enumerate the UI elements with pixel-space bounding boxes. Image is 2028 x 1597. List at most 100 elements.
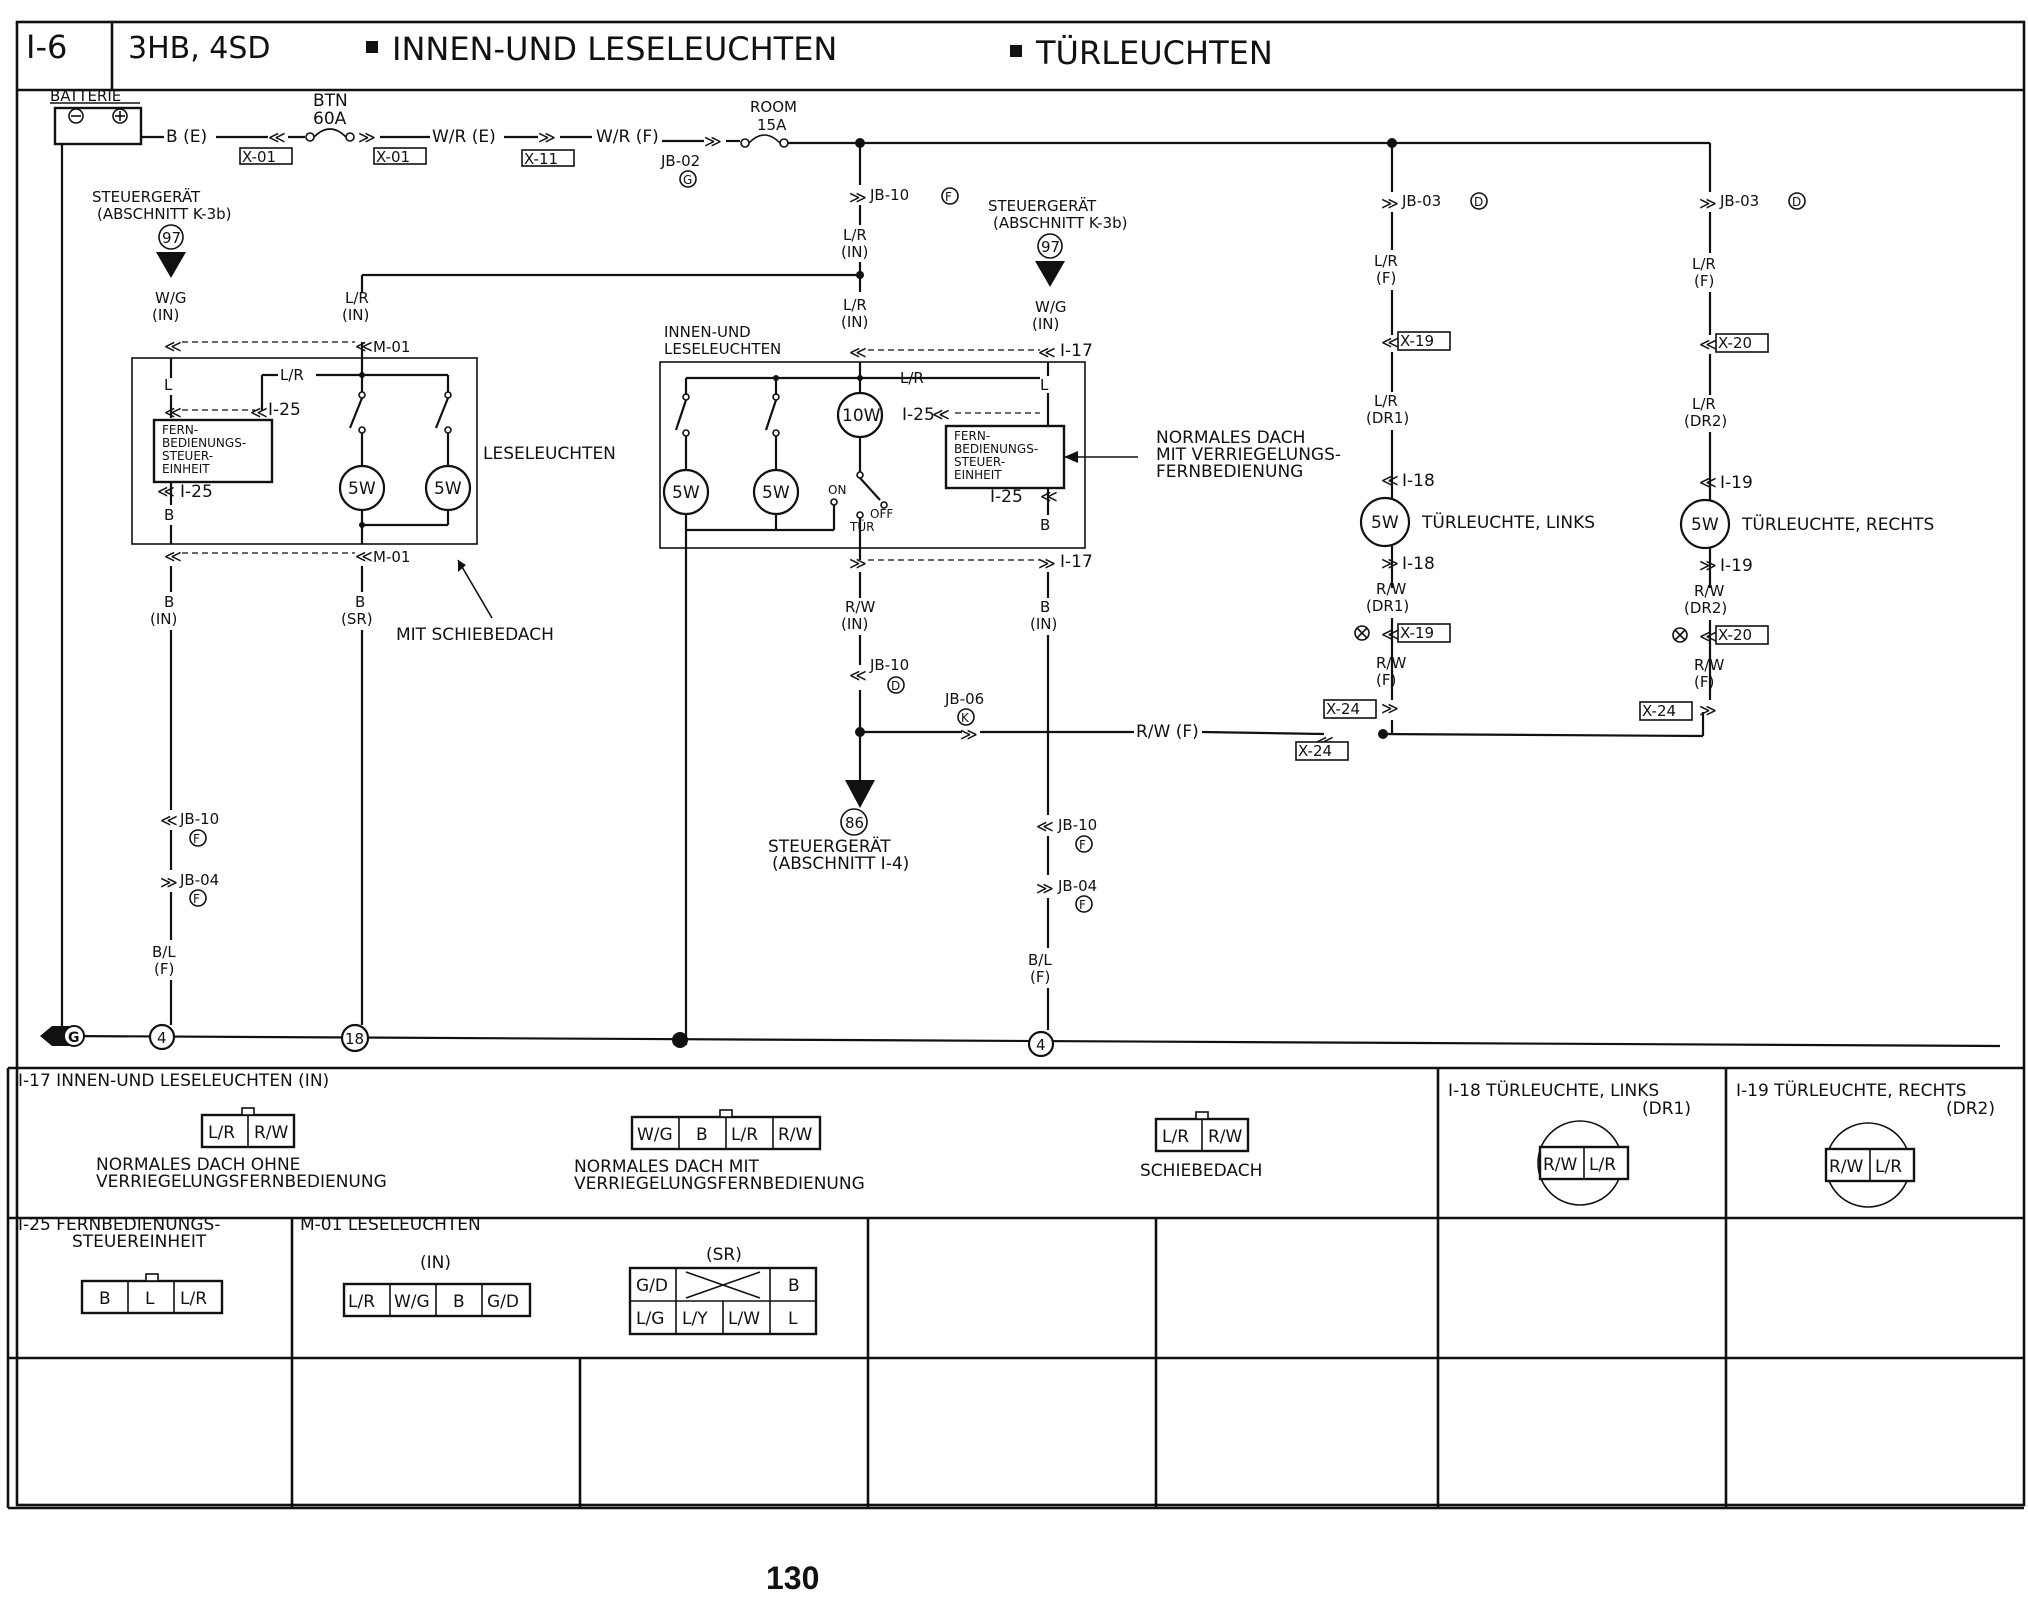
wire-rw-dr2: R/W bbox=[1694, 582, 1724, 600]
conn-x20-top: X-20 bbox=[1718, 334, 1752, 352]
i17-title: I-17 INNEN-UND LESELEUCHTEN (IN) bbox=[18, 1071, 329, 1091]
wire-b-sr-label: (SR) bbox=[341, 610, 373, 628]
remote-unit-mid-4: EINHEIT bbox=[954, 468, 1002, 482]
i17-a-pin-1: L/R bbox=[208, 1123, 235, 1143]
wire-b-mid: B bbox=[1040, 598, 1050, 616]
remote-unit-mid-2: BEDIENUNGS- bbox=[954, 442, 1038, 456]
lamp-5w-label: 5W bbox=[762, 483, 790, 503]
sunroof-label: MIT SCHIEBEDACH bbox=[396, 625, 554, 645]
wire-bl-f-mid: (F) bbox=[1030, 968, 1050, 986]
ecu-arrow-icon bbox=[845, 780, 875, 808]
header-title-2: TÜRLEUCHTEN bbox=[1035, 34, 1273, 72]
connector-arrow-icon: ≫ bbox=[849, 554, 867, 574]
connector-arrow-icon: ≫ bbox=[1038, 554, 1056, 574]
jb10-mid-pin: F bbox=[1079, 838, 1086, 852]
door-lamp-left-label: TÜRLEUCHTE, LINKS bbox=[1421, 511, 1595, 533]
m01-sr-bottom-3: L/W bbox=[728, 1309, 760, 1329]
wire-rw-f-r-f: (F) bbox=[1694, 673, 1714, 691]
splice-x-icon bbox=[1354, 625, 1370, 641]
wire-lr-mid-1: L/R bbox=[843, 226, 867, 244]
connector-arrow-icon: ≫ bbox=[1699, 701, 1717, 721]
conn-x24-r: X-24 bbox=[1642, 702, 1676, 720]
i17-b-pin-1: W/G bbox=[637, 1125, 673, 1145]
i17-a-caption-1: NORMALES DACH OHNE bbox=[96, 1155, 300, 1175]
remote-unit-box-mid bbox=[944, 424, 1066, 490]
wire-rw-dr2-label: (DR2) bbox=[1684, 599, 1727, 617]
ecu-num-mid: 97 bbox=[1041, 238, 1060, 256]
conn-x24-mid: X-24 bbox=[1298, 742, 1332, 760]
wire-wg-left: W/G bbox=[155, 289, 187, 307]
m01-in-pin-2: W/G bbox=[394, 1292, 430, 1312]
header-title-1: INNEN-UND LESELEUCHTEN bbox=[392, 30, 837, 68]
i17-b-pin-2: B bbox=[696, 1125, 708, 1145]
i25-title-2: STEUEREINHEIT bbox=[72, 1232, 207, 1252]
lamp-5w-label: 5W bbox=[434, 479, 462, 499]
ecu-ref-mid: (ABSCHNITT K-3b) bbox=[993, 214, 1127, 232]
reading-lamp-box bbox=[131, 357, 478, 545]
wire-lr-in-left: (IN) bbox=[342, 306, 369, 324]
conn-i17-bottom: I-17 bbox=[1060, 552, 1093, 572]
wire-wg-in-left: (IN) bbox=[152, 306, 179, 324]
connector-arrow-icon: ≪ bbox=[157, 482, 175, 502]
remote-unit-left-4: EINHEIT bbox=[162, 462, 210, 476]
conn-m01-top: M-01 bbox=[373, 338, 410, 356]
connector-arrow-icon: ≪ bbox=[164, 547, 182, 567]
interior-label-2: LESELEUCHTEN bbox=[664, 340, 781, 358]
switch-icon bbox=[674, 399, 688, 431]
door-lamp-left bbox=[1359, 496, 1411, 548]
i18-sub: (DR1) bbox=[1642, 1099, 1691, 1119]
m01-sr: (SR) bbox=[706, 1245, 742, 1265]
jb10-mid: JB-10 bbox=[1057, 816, 1097, 834]
i19-title: I-19 TÜRLEUCHTE, RECHTS bbox=[1736, 1079, 1966, 1101]
wire-lr-mid-in-2: (IN) bbox=[841, 313, 868, 331]
jb10-top: JB-10 bbox=[869, 186, 909, 204]
switch-icon bbox=[348, 397, 364, 429]
jb06-label: JB-06 bbox=[944, 690, 984, 708]
conn-x20-bottom: X-20 bbox=[1718, 626, 1752, 644]
connector-arrow-icon: ≪ bbox=[355, 337, 373, 357]
wire-dr1-label: (DR1) bbox=[1366, 409, 1409, 427]
jb02-pin: G bbox=[683, 173, 692, 187]
wire-lr-door-l-f: (F) bbox=[1376, 269, 1396, 287]
i18-pin-1: R/W bbox=[1543, 1155, 1578, 1175]
fuse-btn-label: BTN bbox=[313, 91, 348, 111]
jb06-pin: K bbox=[961, 711, 970, 725]
jb03-left: JB-03 bbox=[1401, 192, 1441, 210]
connector-arrow-icon: ≪ bbox=[1381, 471, 1399, 491]
connector-arrow-icon: ≫ bbox=[538, 128, 556, 148]
i17-a-caption-2: VERRIEGELUNGSFERNBEDIENUNG bbox=[96, 1172, 387, 1192]
battery-icon bbox=[53, 106, 143, 146]
connector-arrow-icon: ≪ bbox=[268, 128, 286, 148]
connector-arrow-icon: ≪ bbox=[1381, 625, 1399, 645]
wire-lr-dr1: L/R bbox=[1374, 392, 1398, 410]
switch-icon bbox=[764, 399, 778, 431]
switch-off: OFF bbox=[870, 507, 893, 521]
wire-lr-inner-left: L/R bbox=[280, 366, 304, 384]
reading-lamps-label: LESELEUCHTEN bbox=[483, 444, 616, 464]
fuse-room-label: ROOM bbox=[750, 98, 797, 116]
m01-in-pin-1: L/R bbox=[348, 1292, 375, 1312]
conn-x01-b: X-01 bbox=[376, 148, 410, 166]
i17-c-pin-1: L/R bbox=[1162, 1127, 1189, 1147]
connector-arrow-icon: ≪ bbox=[160, 811, 178, 831]
header-models: 3HB, 4SD bbox=[128, 31, 271, 66]
wire-b-in-left: (IN) bbox=[150, 610, 177, 628]
ground-18 bbox=[340, 1023, 370, 1053]
door-lamp-right bbox=[1679, 498, 1731, 550]
wire-lr-dr2: L/R bbox=[1692, 395, 1716, 413]
door-switch-icon bbox=[859, 477, 881, 501]
wire-bl-mid: B/L bbox=[1028, 951, 1052, 969]
jb04-mid-pin: F bbox=[1079, 898, 1086, 912]
battery-label: BATTERIE bbox=[50, 87, 121, 105]
i17-b-caption-1: NORMALES DACH MIT bbox=[574, 1157, 759, 1177]
connector-arrow-icon: ≪ bbox=[164, 403, 182, 423]
connector-arrow-icon: ≪ bbox=[1038, 343, 1056, 363]
conn-i25-mid-top: I-25 bbox=[902, 405, 935, 425]
connector-arrow-icon: ≪ bbox=[1699, 473, 1717, 493]
jb04-left: JB-04 bbox=[179, 871, 219, 889]
ground-4-left-label: 4 bbox=[157, 1029, 167, 1047]
connector-arrow-icon: ≪ bbox=[1699, 335, 1717, 355]
conn-x01-a: X-01 bbox=[242, 148, 276, 166]
m01-sr-top-2: B bbox=[788, 1276, 800, 1296]
wire-lr-door-l: L/R bbox=[1374, 252, 1398, 270]
